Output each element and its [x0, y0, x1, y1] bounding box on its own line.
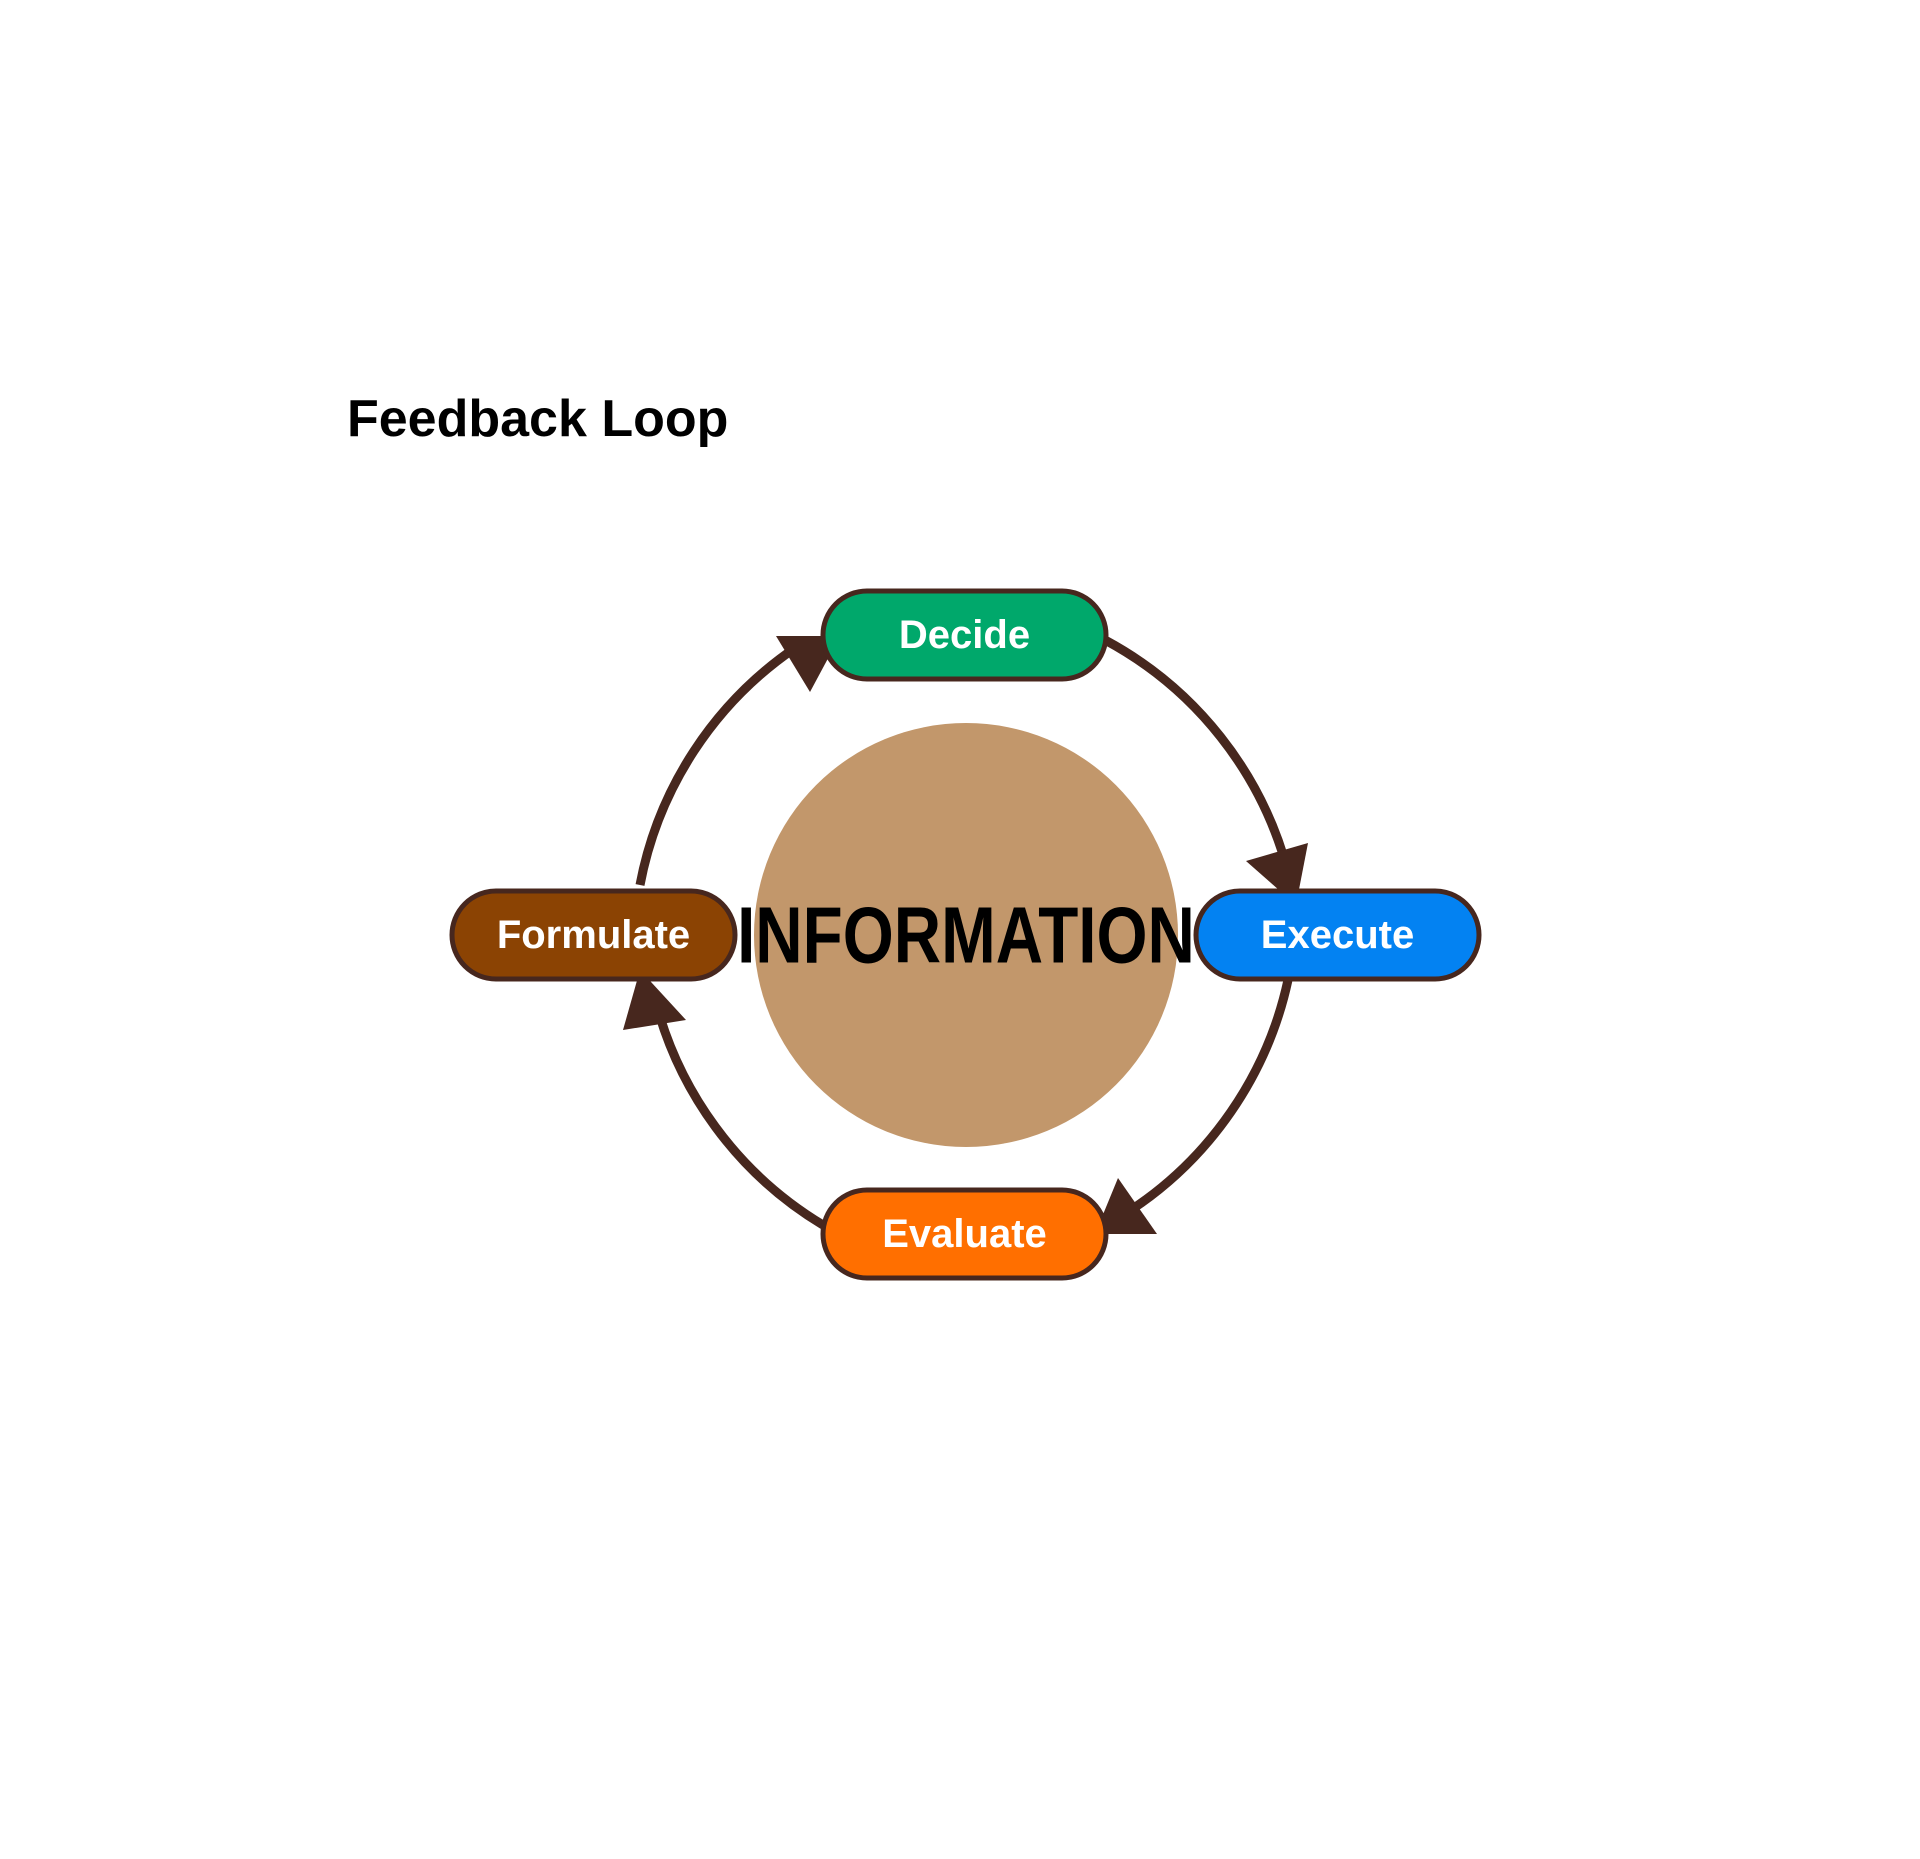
center-circle [754, 723, 1178, 1147]
node-evaluate-pill [820, 1187, 1109, 1281]
center-label: INFORMATION [737, 890, 1195, 980]
node-formulate: Formulate [449, 888, 738, 982]
node-decide-pill [820, 588, 1109, 682]
node-execute: Execute [1193, 888, 1482, 982]
node-decide: Decide [820, 588, 1109, 682]
node-execute-pill [1193, 888, 1482, 982]
arrowhead-formulate-icon [623, 970, 686, 1030]
node-execute-label: Execute [1261, 913, 1414, 957]
node-evaluate: Evaluate [820, 1187, 1109, 1281]
diagram-title: Feedback Loop [347, 390, 728, 448]
node-formulate-pill [449, 888, 738, 982]
arrow-decide-to-execute [1102, 636, 1293, 874]
node-formulate-label: Formulate [497, 913, 690, 957]
node-decide-label: Decide [899, 613, 1030, 657]
arrow-formulate-to-decide [635, 644, 798, 886]
arrow-execute-to-evaluate [1125, 979, 1293, 1216]
arrow-evaluate-to-formulate [649, 993, 826, 1229]
node-evaluate-label: Evaluate [882, 1212, 1047, 1256]
arrowhead-evaluate-icon [1095, 1178, 1157, 1234]
